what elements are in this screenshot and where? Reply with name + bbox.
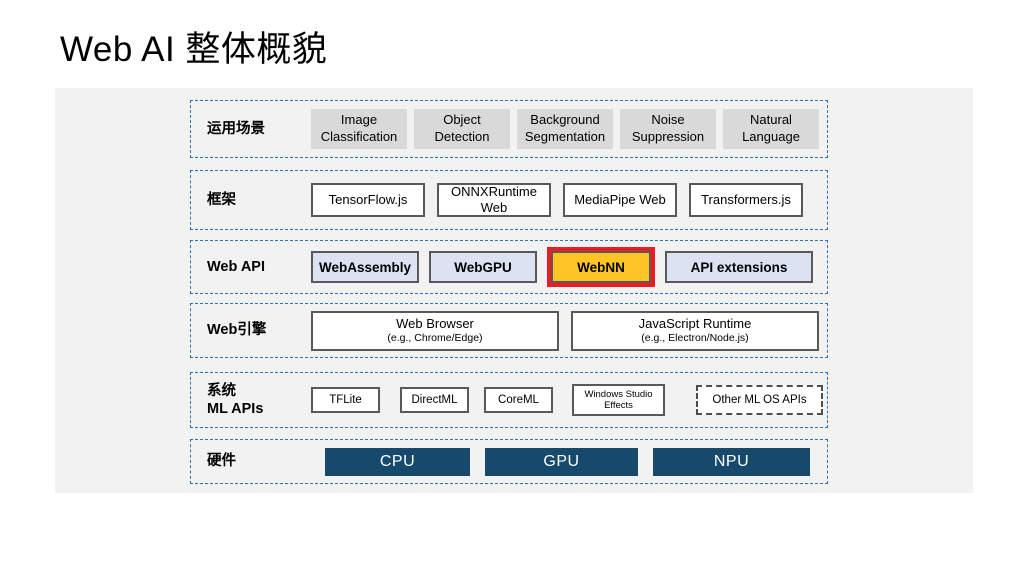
row-frameworks: 框架 TensorFlow.js ONNXRuntime Web MediaPi… xyxy=(190,170,828,230)
row-label-frameworks: 框架 xyxy=(207,191,236,208)
row-label-web-api: Web API xyxy=(207,258,266,275)
row-hardware: 硬件 CPU GPU NPU xyxy=(190,439,828,484)
row-label-system-ml-apis: 系统 ML APIs xyxy=(191,382,311,418)
box-directml: DirectML xyxy=(400,387,469,413)
row-web-api-content: WebAssembly WebGPU WebNN API extensions xyxy=(311,247,827,287)
row-frameworks-content: TensorFlow.js ONNXRuntime Web MediaPipe … xyxy=(311,183,827,217)
box-api-extensions: API extensions xyxy=(665,251,813,283)
row-label-web-engines: Web引擎 xyxy=(207,322,267,339)
box-object-detection: Object Detection xyxy=(414,109,510,149)
box-webgpu: WebGPU xyxy=(429,251,537,283)
row-label-scenarios: 运用场景 xyxy=(207,120,265,137)
row-web-engines-content: Web Browser (e.g., Chrome/Edge) JavaScri… xyxy=(311,310,827,351)
row-label-hardware: 硬件 xyxy=(207,453,236,470)
box-javascript-runtime: JavaScript Runtime (e.g., Electron/Node.… xyxy=(571,310,819,351)
page-title: Web AI 整体概貌 xyxy=(60,30,328,69)
javascript-runtime-subtitle: (e.g., Electron/Node.js) xyxy=(641,332,749,344)
web-browser-title: Web Browser xyxy=(396,316,474,332)
diagram-panel: 运用场景 Image Classification Object Detecti… xyxy=(55,88,973,493)
row-label-system-line1: 系统 xyxy=(207,382,236,399)
row-label-system-line2: ML APIs xyxy=(207,401,264,417)
box-natural-language: Natural Language xyxy=(723,109,819,149)
box-onnxruntime-web: ONNXRuntime Web xyxy=(437,183,551,217)
box-tensorflow-js: TensorFlow.js xyxy=(311,183,425,217)
box-other-ml-os-apis: Other ML OS APIs xyxy=(696,385,823,415)
row-web-api: Web API WebAssembly WebGPU WebNN API ext… xyxy=(190,240,828,294)
box-background-segmentation: Background Segmentation xyxy=(517,109,613,149)
bar-cpu: CPU xyxy=(325,447,470,476)
javascript-runtime-title: JavaScript Runtime xyxy=(638,316,752,332)
box-webassembly: WebAssembly xyxy=(311,251,419,283)
diagram-rows: 运用场景 Image Classification Object Detecti… xyxy=(190,100,828,484)
row-system-ml-apis: 系统 ML APIs TFLite DirectML CoreML Window… xyxy=(190,372,828,428)
bar-npu: NPU xyxy=(653,447,810,476)
box-mediapipe-web: MediaPipe Web xyxy=(563,183,677,217)
row-hardware-content: CPU GPU NPU xyxy=(311,447,827,476)
web-browser-subtitle: (e.g., Chrome/Edge) xyxy=(387,332,483,344)
box-image-classification: Image Classification xyxy=(311,109,407,149)
row-scenarios: 运用场景 Image Classification Object Detecti… xyxy=(190,100,828,158)
box-coreml: CoreML xyxy=(484,387,553,413)
box-web-browser: Web Browser (e.g., Chrome/Edge) xyxy=(311,310,559,351)
box-windows-studio-effects: Windows Studio Effects xyxy=(572,384,665,416)
box-webnn: WebNN xyxy=(547,247,655,287)
box-tflite: TFLite xyxy=(311,387,380,413)
row-scenarios-content: Image Classification Object Detection Ba… xyxy=(311,109,827,149)
bar-gpu: GPU xyxy=(485,447,638,476)
box-transformers-js: Transformers.js xyxy=(689,183,803,217)
row-web-engines: Web引擎 Web Browser (e.g., Chrome/Edge) Ja… xyxy=(190,303,828,358)
box-noise-suppression: Noise Suppression xyxy=(620,109,716,149)
row-system-ml-apis-content: TFLite DirectML CoreML Windows Studio Ef… xyxy=(311,384,827,416)
